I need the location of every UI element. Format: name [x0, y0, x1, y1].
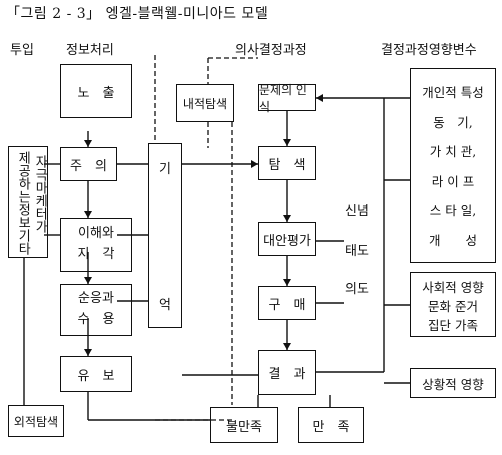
acceptance-label-1: 순응과 — [78, 291, 114, 307]
problem-recognition-box: 문제의 인식 — [258, 83, 316, 114]
belief-label: 신념 — [345, 204, 369, 219]
comprehension-label-2: 지 각 — [77, 247, 115, 262]
dissatisfied-box: 불만족 — [210, 407, 278, 443]
problem-recognition-label: 문제의 인식 — [259, 82, 307, 114]
comprehension-box: 이해와 지 각 — [60, 218, 132, 272]
acceptance-box: 순응과 수 용 — [60, 284, 132, 336]
header-input: 투입 — [10, 43, 34, 58]
exposure-box: 노 출 — [60, 64, 132, 118]
external-search-box: 외적탐색 — [8, 405, 64, 437]
internal-search-box: 내적탐색 — [176, 84, 234, 122]
header-info-processing: 정보처리 — [66, 43, 114, 58]
satisfied-label: 만 족 — [312, 419, 350, 435]
outcome-label: 결 과 — [268, 367, 306, 382]
header-variables: 결정과정영향변수 — [381, 43, 477, 58]
situational-label: 상황적 영향 — [422, 376, 484, 392]
social-label-3: 집단 가족 — [428, 318, 478, 333]
evaluation-label: 대안평가 — [263, 233, 311, 249]
stimulus-text-col1: 자극마케터가 — [32, 155, 48, 233]
memory-label-bottom: 억 — [159, 298, 171, 313]
personal-label-3: 가 치 관, — [429, 144, 477, 160]
personal-label-6: 개 성 — [428, 232, 477, 248]
figure-title: 「그림 2 - 3」 엥겔-블랙웰-미니아드 모델 — [6, 6, 269, 22]
stimulus-input-box: 자극마케터가 제공하는정보기타 — [8, 146, 48, 258]
stimulus-text-col2: 제공하는정보기타 — [15, 151, 31, 255]
social-label-2: 문화 준거 — [428, 299, 478, 314]
internal-search-label: 내적탐색 — [182, 96, 228, 111]
comprehension-label-1: 이해와 — [78, 226, 114, 242]
personal-traits-box: 개인적 특성 동 기, 가 치 관, 라 이 프 스 타 일, 개 성 — [410, 68, 496, 263]
purchase-box: 구 매 — [258, 286, 316, 320]
social-label-1: 사회적 영향 — [422, 280, 484, 295]
search-box: 탐 색 — [258, 146, 316, 180]
retention-box: 유 보 — [60, 356, 132, 392]
acceptance-label-2: 수 용 — [77, 312, 115, 327]
outcome-box: 결 과 — [258, 350, 316, 395]
personal-label-1: 개인적 특성 — [422, 85, 484, 101]
attention-label: 주 의 — [70, 158, 107, 174]
attitude-label: 태도 — [345, 244, 369, 259]
personal-label-4: 라 이 프 — [431, 173, 475, 189]
attention-box: 주 의 — [60, 147, 117, 181]
header-decision-process: 의사결정과정 — [235, 43, 307, 58]
social-influence-box: 사회적 영향 문화 준거 집단 가족 — [410, 272, 496, 337]
memory-box: 기 억 — [148, 143, 182, 328]
external-search-label: 외적탐색 — [13, 414, 59, 429]
personal-label-2: 동 기, — [433, 114, 473, 130]
intention-label: 의도 — [345, 282, 369, 297]
retention-label: 유 보 — [77, 368, 115, 384]
purchase-label: 구 매 — [268, 297, 306, 313]
personal-label-5: 스 타 일, — [429, 203, 477, 219]
memory-label-top: 기 — [159, 162, 171, 177]
situational-influence-box: 상황적 영향 — [410, 368, 496, 398]
exposure-label: 노 출 — [77, 85, 115, 101]
search-label: 탐 색 — [268, 157, 306, 173]
satisfied-box: 만 족 — [298, 407, 364, 443]
dissatisfied-label: 불만족 — [226, 419, 262, 435]
evaluation-box: 대안평가 — [258, 222, 316, 256]
